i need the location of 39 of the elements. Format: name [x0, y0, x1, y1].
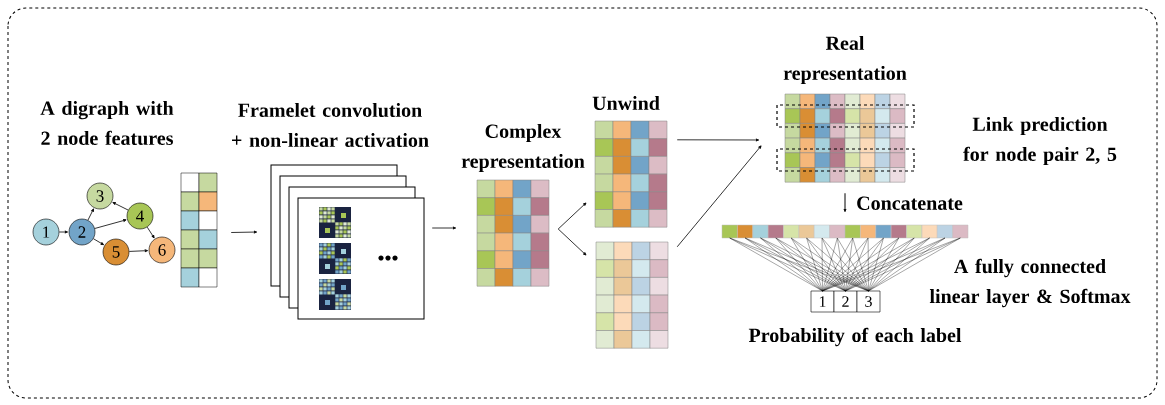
arrow [112, 202, 129, 211]
output-cell: 1 [810, 290, 835, 313]
arrow [843, 192, 847, 213]
arrow [557, 228, 587, 256]
arrow [557, 202, 587, 230]
feature-map-stack [270, 164, 425, 320]
grid-block [594, 120, 668, 228]
arrow [58, 230, 69, 234]
arrow [431, 226, 457, 230]
graph-node: 1 [32, 218, 60, 246]
grid-block [776, 93, 915, 183]
heading: A fully connected linear layer & Softmax [929, 258, 1131, 308]
arrow [230, 230, 258, 234]
heading: Complex representation [461, 123, 585, 173]
grid-block [595, 241, 669, 349]
heading: Link prediction for node pair 2, 5 [963, 116, 1117, 166]
heading: Probability of each label [748, 327, 962, 347]
arrow [87, 208, 94, 221]
graph-node: 3 [86, 182, 114, 210]
output-cell: 2 [833, 290, 858, 313]
graph-node: 4 [126, 202, 154, 230]
graph-node: 2 [68, 218, 96, 246]
arrow [146, 226, 155, 239]
grid-block [476, 179, 550, 287]
output-cell: 3 [856, 290, 881, 313]
heading: Framelet convolution + non-linear activation [232, 102, 429, 148]
arrow [676, 145, 762, 248]
vector-bar [721, 224, 969, 239]
arrow [93, 238, 104, 246]
heading: Unwind [592, 95, 660, 111]
graph-node: 6 [148, 236, 176, 264]
arrow [128, 249, 149, 253]
heading: A digraph with 2 node features [40, 100, 174, 146]
graph-node: 5 [102, 238, 130, 266]
heading: Real representation [783, 35, 907, 85]
arrow [94, 219, 127, 229]
arrow [676, 138, 760, 142]
edge-label: Concatenate [857, 196, 963, 210]
grid-block [180, 172, 218, 288]
